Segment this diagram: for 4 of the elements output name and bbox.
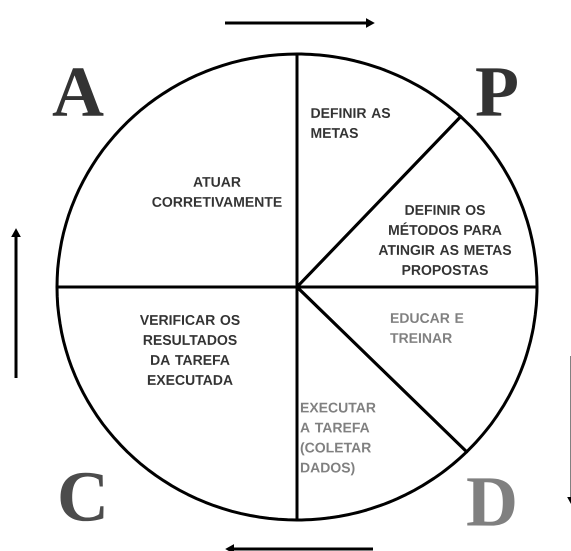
cycle-letter: D (467, 478, 514, 526)
cycle-letter: A (52, 68, 104, 116)
cycle-letter: C (60, 472, 104, 522)
cycle-letter: P (476, 68, 517, 116)
